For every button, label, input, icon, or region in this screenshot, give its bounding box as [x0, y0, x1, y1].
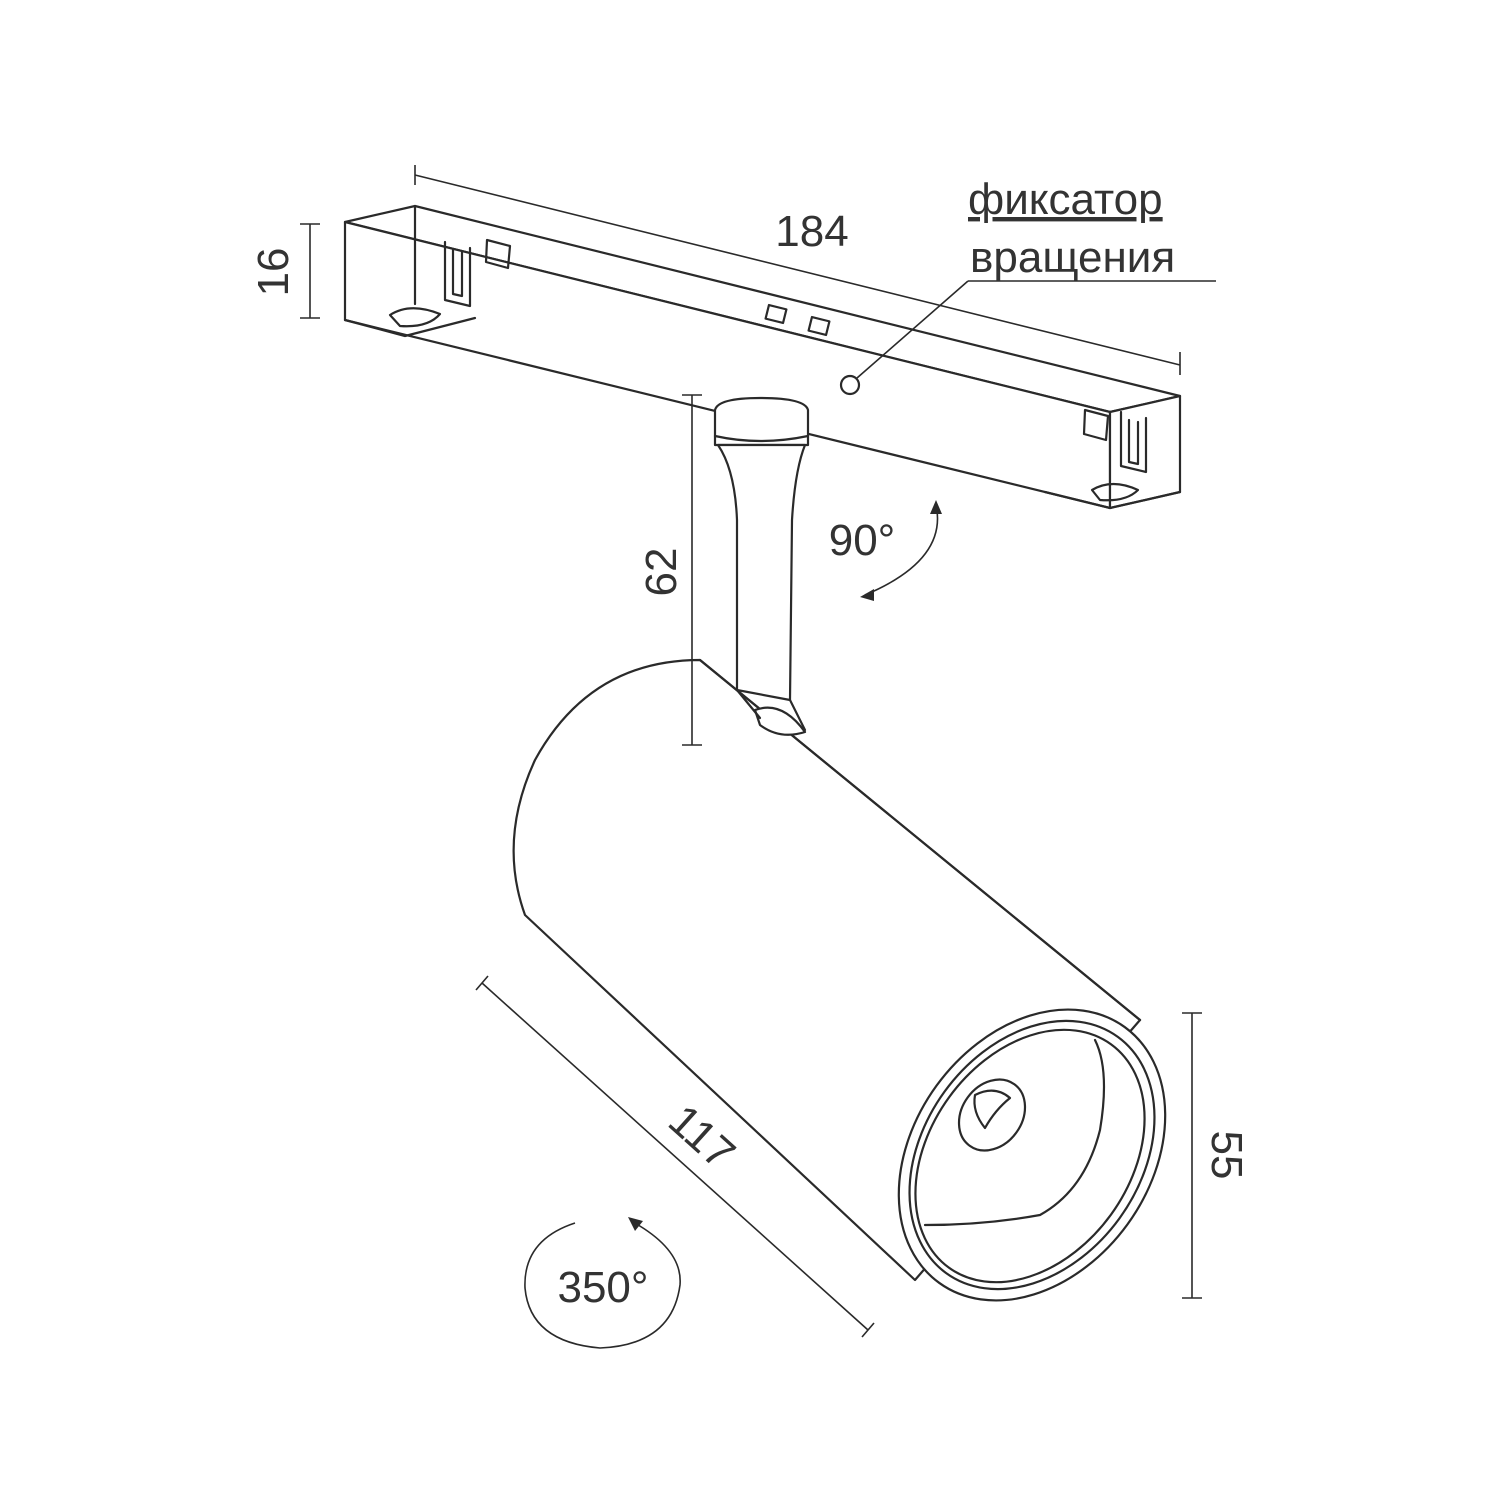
- contact-tab-right: [1082, 408, 1110, 442]
- track-adapter: [343, 204, 1182, 510]
- rotation-angle-label: 350°: [557, 1263, 648, 1312]
- dimension-track-length: 184: [414, 165, 1181, 375]
- callout-line1: фиксатор: [968, 175, 1163, 224]
- rotation-lock-callout: фиксатор вращения: [856, 175, 1216, 379]
- reflector-inner-edge: [923, 1038, 1106, 1227]
- dim-tick-117-end: [861, 1322, 875, 1338]
- dim-line-117: [481, 982, 869, 1331]
- dim-tick-117-start: [475, 975, 489, 991]
- swivel-cap: [713, 396, 810, 447]
- contact-clip-left-inner: [451, 248, 464, 298]
- tilt-arc: [864, 504, 939, 596]
- dim-label-184: 184: [775, 207, 848, 256]
- dim-label-16: 16: [249, 248, 298, 297]
- contact-tab-left: [484, 238, 512, 270]
- adapter-bottom-left-edge: [343, 316, 477, 338]
- dim-label-55: 55: [1202, 1131, 1251, 1180]
- tilt-angle-label: 90°: [829, 516, 896, 565]
- tilt-angle-indicator: 90°: [829, 500, 942, 601]
- rotation-arrow-icon: [628, 1217, 643, 1231]
- stem-mount: [753, 706, 807, 736]
- callout-line2: вращения: [970, 233, 1175, 282]
- adapter-bottom-right-edge: [1043, 490, 1182, 510]
- rotation-arc: [524, 1221, 681, 1349]
- head-bezel-inner: [914, 1028, 1146, 1284]
- head-bezel-outer: [897, 1008, 1167, 1302]
- dim-label-62: 62: [637, 548, 686, 597]
- tilt-arrow-bottom-icon: [860, 589, 874, 601]
- stem-body: [716, 443, 807, 702]
- socket-right: [1090, 482, 1140, 502]
- dimension-track-height: 16: [249, 223, 320, 319]
- socket-left: [388, 307, 442, 328]
- stem-joint-right: [788, 698, 807, 732]
- swivel-cap-edge: [713, 434, 810, 443]
- contact-clip-right-inner: [1127, 418, 1140, 466]
- spotlight-body: [512, 658, 1167, 1302]
- vent-slot-2: [807, 315, 831, 337]
- swivel-stem: [713, 396, 810, 702]
- callout-leader: [856, 280, 969, 379]
- head-bezel-ring: [908, 1019, 1156, 1291]
- lens-inner: [973, 1089, 1012, 1130]
- rotation-angle-indicator: 350°: [524, 1217, 681, 1349]
- dim-line-184: [414, 174, 1181, 366]
- dimension-head-diameter: 55: [1182, 1012, 1251, 1299]
- contact-clip-right: [1119, 410, 1148, 474]
- contact-clip-left: [443, 240, 472, 308]
- dimension-stem-height: 62: [637, 394, 702, 746]
- rotation-lock-screw: [839, 374, 861, 396]
- vent-slot-1: [764, 303, 788, 325]
- stem-joint-left: [735, 688, 762, 720]
- tilt-arrow-top-icon: [930, 500, 942, 514]
